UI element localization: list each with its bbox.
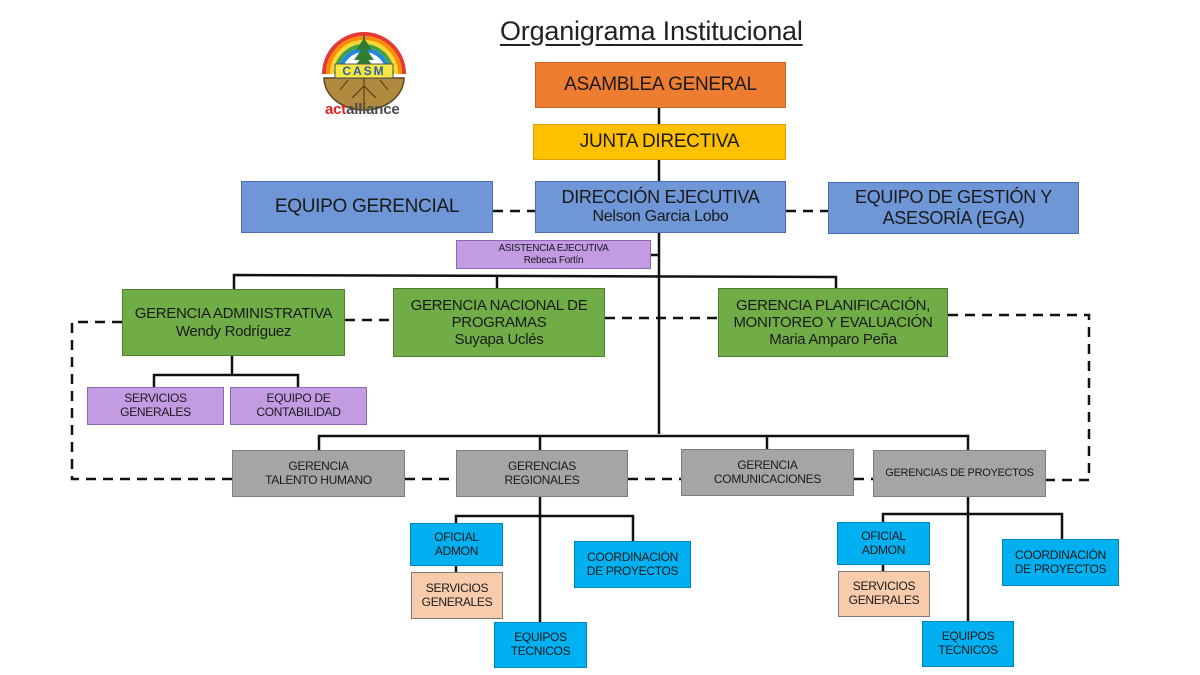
dashed-left-loop (70, 320, 232, 481)
node-asistencia-ejecutiva[interactable]: ASISTENCIA EJECUTIVA Rebeca Fortín (456, 240, 651, 269)
act-text: act (325, 101, 347, 118)
node-label-2: GENERALES (848, 593, 920, 607)
node-reg-equipos-tecnicos[interactable]: EQUIPOS TECNICOS (494, 622, 587, 668)
node-label: GERENCIAS DE PROYECTOS (885, 467, 1034, 480)
node-label: EQUIPOS (941, 629, 995, 644)
node-label: GERENCIA NACIONAL DE (410, 296, 588, 314)
node-label: ASISTENCIA EJECUTIVA (498, 243, 609, 254)
node-label: EQUIPO DE (266, 391, 331, 406)
node-reg-coordinacion-proyectos[interactable]: COORDINACIÓN DE PROYECTOS (574, 541, 691, 588)
node-gerencia-administrativa[interactable]: GERENCIA ADMINISTRATIVA Wendy Rodríguez (122, 289, 345, 356)
connector-regionales-children (454, 514, 635, 541)
node-label: EQUIPO GERENCIAL (274, 196, 460, 218)
alliance-text: alliance (346, 101, 400, 118)
node-reg-servicios-generales[interactable]: SERVICIOS GENERALES (411, 572, 503, 619)
node-label-2: DE PROYECTOS (1014, 561, 1107, 576)
node-gerencias-regionales[interactable]: GERENCIAS REGIONALES (456, 450, 628, 497)
node-pro-oficial-admon[interactable]: OFICIAL ADMON (837, 522, 930, 565)
dashed-right-loop (948, 313, 1091, 482)
node-pro-equipos-tecnicos[interactable]: EQUIPOS TECNICOS (922, 621, 1014, 667)
node-label-2: TALENTO HUMANO (265, 472, 372, 487)
node-label: OFICIAL (434, 529, 479, 544)
logo-text: CASM (342, 64, 385, 78)
page-title: Organigrama Institucional (500, 16, 803, 46)
casm-logo: CASM (322, 32, 406, 111)
node-label: SERVICIOS (124, 391, 187, 406)
node-gerencias-proyectos[interactable]: GERENCIAS DE PROYECTOS (873, 450, 1046, 497)
node-label-2: ASESORÍA (EGA) (882, 208, 1025, 228)
node-gerencia-nacional-programas[interactable]: GERENCIA NACIONAL DE PROGRAMAS Suyapa Uc… (393, 288, 605, 357)
node-label: SERVICIOS (852, 579, 916, 594)
node-gerencia-planificacion[interactable]: GERENCIA PLANIFICACIÓN, MONITOREO Y EVAL… (718, 288, 948, 357)
connector-gerencias-bar (232, 273, 838, 290)
node-label: JUNTA DIRECTIVA (579, 131, 740, 153)
node-label-2: TECNICOS (938, 643, 998, 657)
node-gerencia-comunicaciones[interactable]: GERENCIA COMUNICACIONES (681, 449, 854, 496)
node-label: GERENCIA ADMINISTRATIVA (134, 305, 333, 323)
node-label-2: TECNICOS (510, 644, 571, 658)
node-label: OFICIAL (861, 528, 906, 543)
connector-proyectos-children (881, 512, 1064, 539)
node-person: Maria Amparo Peña (769, 331, 897, 349)
node-label-2: CONTABILIDAD (256, 405, 341, 419)
node-label: EQUIPO DE GESTIÓN Y (854, 187, 1052, 208)
node-label-2: PROGRAMAS (451, 313, 547, 331)
node-label-2: COMUNICACIONES (713, 471, 822, 486)
node-direccion-ejecutiva[interactable]: DIRECCIÓN EJECUTIVA Nelson Garcia Lobo (535, 181, 786, 233)
actalliance-wordmark: actalliance (325, 101, 400, 118)
node-equipo-gerencial[interactable]: EQUIPO GERENCIAL (241, 181, 493, 233)
node-label-2: REGIONALES (504, 472, 580, 487)
node-label: EQUIPOS (514, 630, 567, 645)
node-label: SERVICIOS (425, 580, 489, 595)
node-equipo-gestion-asesoria[interactable]: EQUIPO DE GESTIÓN Y ASESORÍA (EGA) (828, 182, 1079, 234)
connector-admin-children (152, 373, 300, 388)
node-label-2: ADMON (434, 543, 479, 558)
node-junta-directiva[interactable]: JUNTA DIRECTIVA (533, 124, 786, 160)
node-person: Rebeca Fortín (523, 254, 584, 266)
connector-lower-bar (317, 434, 970, 450)
node-equipo-contabilidad[interactable]: EQUIPO DE CONTABILIDAD (230, 387, 367, 425)
node-label-2: GENERALES (421, 594, 493, 609)
node-reg-oficial-admon[interactable]: OFICIAL ADMON (410, 523, 503, 566)
node-pro-coordinacion-proyectos[interactable]: COORDINACIÓN DE PROYECTOS (1002, 539, 1119, 586)
node-label: GERENCIAS (508, 458, 576, 473)
node-label: GERENCIA (737, 457, 798, 472)
node-label-2: ADMON (861, 542, 906, 557)
node-label: GERENCIA (288, 458, 349, 473)
node-label: ASAMBLEA GENERAL (564, 74, 757, 96)
node-gerencia-talento-humano[interactable]: GERENCIA TALENTO HUMANO (232, 450, 405, 497)
node-asamblea-general[interactable]: ASAMBLEA GENERAL (535, 62, 786, 108)
node-person: Nelson Garcia Lobo (592, 208, 729, 226)
node-label-2: GENERALES (120, 405, 191, 419)
node-pro-servicios-generales[interactable]: SERVICIOS GENERALES (838, 571, 930, 617)
node-servicios-generales-admin[interactable]: SERVICIOS GENERALES (87, 387, 224, 425)
node-label: GERENCIA PLANIFICACIÓN, (736, 296, 930, 314)
node-label: COORDINACIÓN (586, 549, 679, 564)
node-person: Suyapa Uclés (454, 331, 544, 349)
node-label: COORDINACIÓN (1014, 547, 1107, 562)
node-label-2: DE PROYECTOS (586, 563, 679, 578)
node-label-2: MONITOREO Y EVALUACIÓN (733, 313, 933, 331)
node-label: DIRECCIÓN EJECUTIVA (561, 187, 760, 208)
node-person: Wendy Rodríguez (175, 322, 292, 340)
